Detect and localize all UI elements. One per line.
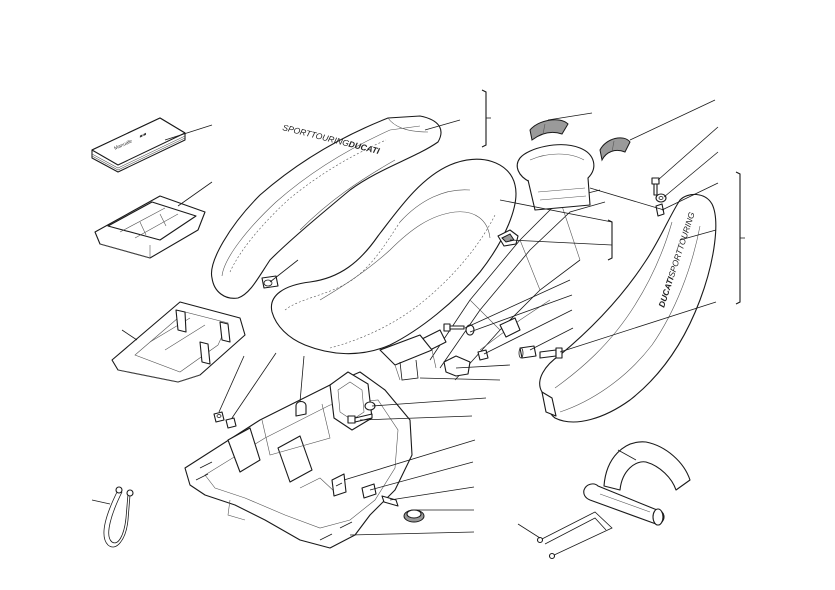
seat-cowl-logo-sporttouring: SPORTTOURING bbox=[282, 122, 351, 148]
leader-lines bbox=[91, 99, 719, 539]
main-seat bbox=[270, 158, 517, 355]
helmet-cable bbox=[103, 486, 134, 548]
tail-side-panel: DUCATISPORTTOURING bbox=[539, 193, 717, 423]
screw-washer-top bbox=[651, 177, 667, 217]
owners-manual: Manuale ▰▰ bbox=[91, 117, 186, 173]
undertray bbox=[184, 371, 413, 549]
tool-kit-pouch bbox=[94, 195, 206, 259]
seat-tray bbox=[111, 301, 246, 383]
small-spacers bbox=[213, 400, 307, 429]
cable-hooks bbox=[536, 511, 613, 560]
u-lock bbox=[583, 441, 691, 526]
manual-logo-mark: ▰▰ bbox=[138, 131, 148, 140]
rear-subframe bbox=[379, 189, 606, 381]
rubber-pad-left bbox=[529, 119, 569, 141]
passenger-seat bbox=[516, 144, 595, 211]
grouping-brackets bbox=[481, 89, 745, 305]
rubber-pad-right bbox=[599, 137, 631, 162]
hardware-cluster bbox=[399, 323, 563, 381]
